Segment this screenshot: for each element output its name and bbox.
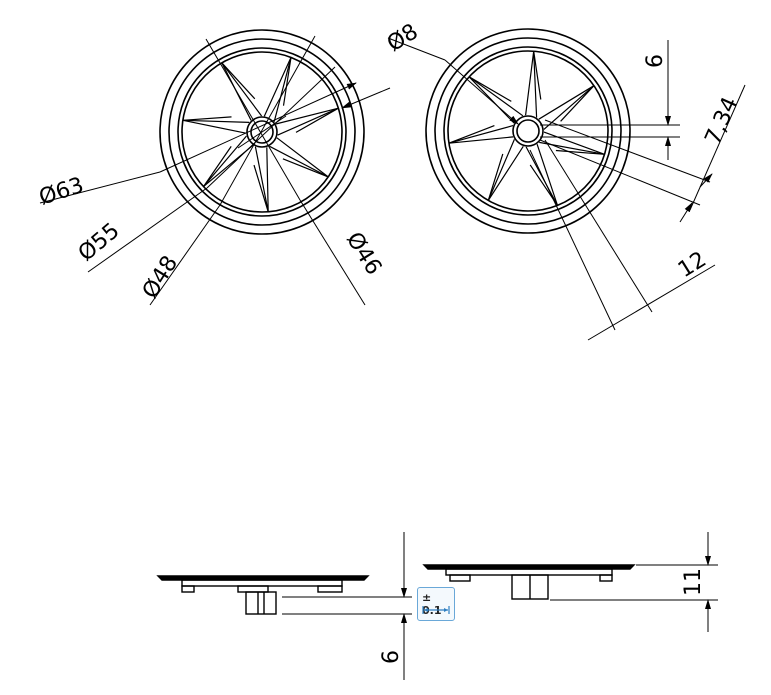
- rim-arrow: [341, 87, 391, 109]
- dim-7-34: 7,34: [701, 94, 744, 149]
- inner-rim-ring: [177, 47, 347, 217]
- left-side-view: [156, 575, 370, 615]
- twelve-ext-1: [529, 149, 616, 331]
- left-disk-top: [156, 575, 370, 581]
- rim-ring: [168, 38, 356, 226]
- dim-11: 11: [681, 568, 706, 596]
- d63-leader: [39, 171, 161, 204]
- outer-rim-ring: [159, 29, 365, 235]
- dim-d48: Ø48: [138, 252, 183, 304]
- width-tolerance-icon: [422, 606, 450, 614]
- left-rib-left: [181, 585, 195, 593]
- right-dimension-lines: [387, 37, 746, 341]
- d48-leader: [149, 204, 221, 306]
- hub-hole: [250, 120, 274, 144]
- left-disk-body: [181, 579, 343, 587]
- hub-outer: [512, 115, 544, 147]
- tolerance-chip[interactable]: ± 0.1: [417, 587, 455, 621]
- d46-leader: [299, 199, 366, 306]
- dim-6-bottom: 6: [379, 650, 404, 664]
- dim-d46: Ø46: [341, 228, 386, 280]
- d8-dim-line: [444, 59, 519, 125]
- right-rib-left: [449, 574, 471, 582]
- dim-d55: Ø55: [74, 218, 125, 266]
- 734-ext-1: [544, 119, 711, 183]
- left-rib-right: [317, 585, 343, 593]
- hub-hole: [516, 119, 540, 143]
- inner-rim-ring-2: [181, 51, 343, 213]
- dim-12: 12: [674, 247, 711, 283]
- bottom-side-views: [156, 564, 636, 615]
- d48-dim-line: [219, 35, 316, 206]
- d8-leader: [387, 37, 446, 61]
- rim-ring: [434, 37, 622, 225]
- hub-dim-line: [237, 115, 287, 149]
- left-rib-center: [237, 585, 269, 593]
- star-blades-inner: [182, 57, 339, 212]
- inner-rim-ring: [443, 46, 613, 216]
- right-front-view: [425, 28, 631, 234]
- right-rib-right: [599, 574, 613, 582]
- twelve-ext-2: [544, 139, 653, 313]
- inner-rim-ring-2: [447, 50, 609, 212]
- dim-6-top: 6: [643, 54, 668, 68]
- right-disk-top: [422, 564, 636, 570]
- d55-leader: [87, 187, 208, 273]
- d46-dim-line: [205, 38, 301, 201]
- 734-dim-line: [689, 84, 746, 211]
- 734-ext-2: [539, 139, 701, 206]
- d55-dim-line: [206, 66, 336, 189]
- twelve-dim-line: [587, 264, 716, 341]
- right-disk-body: [445, 568, 613, 576]
- right-side-view: [422, 564, 636, 600]
- left-hub: [245, 591, 277, 615]
- dim-d63: Ø63: [36, 173, 87, 211]
- 734-arrow-2: [679, 202, 693, 223]
- left-dimension-lines: [39, 35, 391, 306]
- dim-d8: Ø8: [383, 19, 423, 57]
- bottom-dimension-lines: [282, 532, 718, 680]
- 734-arrow-1: [699, 173, 713, 188]
- outer-rim-ring: [425, 28, 631, 234]
